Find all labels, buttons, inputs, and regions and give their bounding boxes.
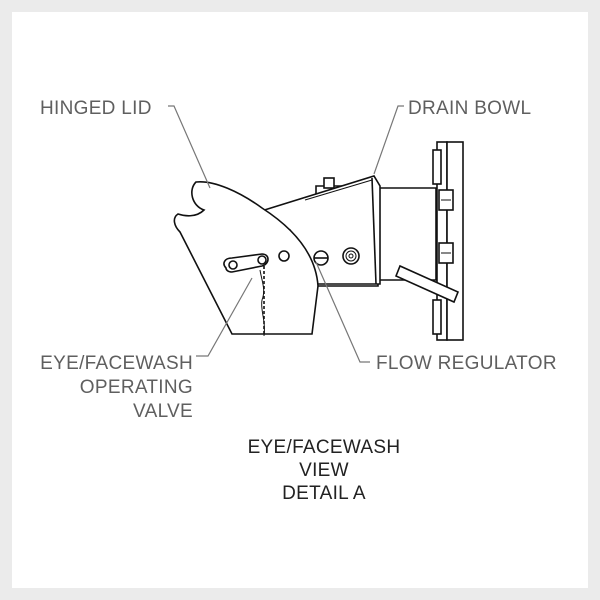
label-operating-valve-line-2: OPERATING <box>80 377 193 398</box>
drain-bowl-body <box>255 175 437 287</box>
wall-bracket <box>432 141 464 341</box>
label-drain-bowl: DRAIN BOWL <box>408 98 531 119</box>
pull-chain <box>259 266 265 337</box>
label-operating-valve-line-1: EYE/FACEWASH <box>40 353 193 374</box>
label-flow-regulator: FLOW REGULATOR <box>376 353 557 374</box>
leader-lines <box>168 105 404 363</box>
label-hinged-lid: HINGED LID <box>40 98 152 119</box>
caption-line-2: VIEW <box>299 460 349 481</box>
caption-line-3: DETAIL A <box>282 483 366 504</box>
hinged-lid <box>173 181 319 335</box>
label-operating-valve-line-3: VALVE <box>133 401 193 422</box>
outlet-pipe <box>394 264 460 304</box>
caption-line-1: EYE/FACEWASH <box>248 437 401 458</box>
